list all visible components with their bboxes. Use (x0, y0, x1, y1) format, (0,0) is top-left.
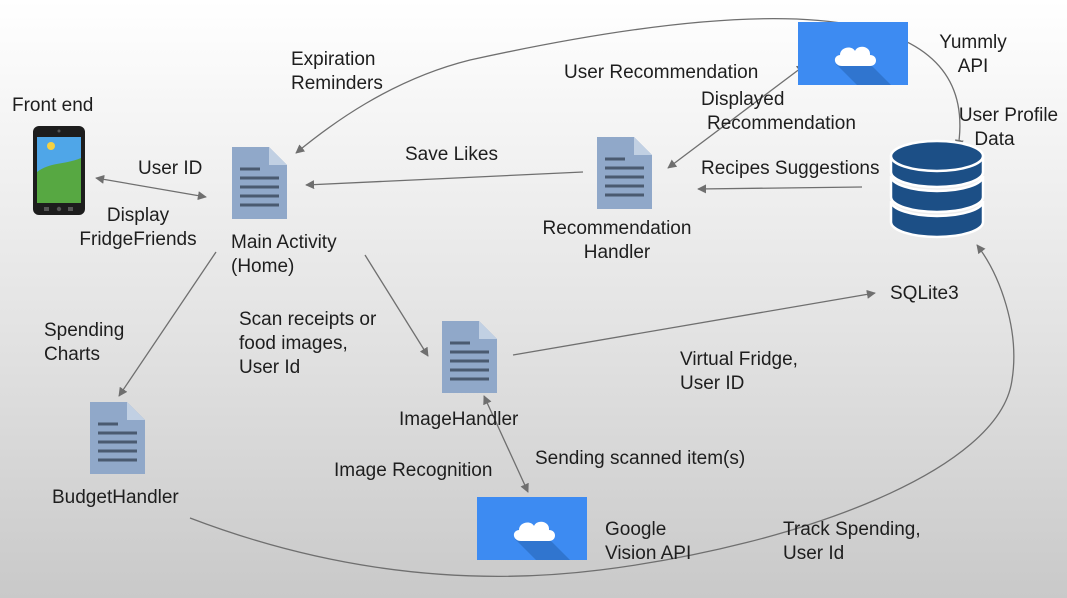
yummly-cloud-icon (798, 22, 908, 85)
recommendation-handler-document-icon (597, 137, 652, 209)
front-end-label: Front end (12, 95, 94, 116)
displayed-recommendation-label: Displayed Recommendation (701, 88, 856, 136)
main-activity-document-icon (232, 147, 287, 219)
sqlite3-label: SQLite3 (890, 283, 959, 304)
expiration-reminders-line-2: Reminders (291, 73, 383, 94)
yummly-api-label: Yummly API (928, 31, 1018, 79)
database-icon (889, 139, 985, 239)
arrow-scan-receipts (364, 254, 429, 357)
virtual-fridge-label: Virtual Fridge, User ID (680, 348, 798, 396)
sending-scanned-label: Sending scanned item(s) (535, 448, 746, 469)
displayed-recommendation-line-1: Displayed (701, 89, 785, 110)
scan-receipts-line-1: Scan receipts or (239, 309, 377, 330)
recommendation-handler-label: Recommendation Handler (527, 217, 707, 265)
user-profile-data-line-2: Data (974, 129, 1015, 150)
track-spending-label: Track Spending, User Id (783, 518, 921, 566)
display-fridgefriends-line-2: FridgeFriends (79, 229, 197, 250)
main-activity-line-2: (Home) (231, 256, 295, 277)
user-profile-data-label: User Profile Data (950, 104, 1067, 152)
user-id-label: User ID (138, 158, 203, 179)
arrow-user-recommendation (667, 64, 806, 169)
scan-receipts-line-2: food images, (239, 333, 348, 354)
user-recommendation-label: User Recommendation (564, 62, 759, 83)
user-profile-data-line-1: User Profile (958, 105, 1059, 126)
save-likes-label: Save Likes (405, 144, 498, 165)
arrow-spending-charts (118, 251, 217, 397)
scan-receipts-label: Scan receipts or food images, User Id (239, 308, 376, 380)
budget-handler-document-icon (90, 402, 145, 474)
displayed-recommendation-line-2: Recommendation (707, 113, 856, 134)
spending-charts-line-1: Spending (44, 320, 125, 341)
display-fridgefriends-line-1: Display (106, 205, 170, 226)
arrow-recipes-suggestions (697, 184, 863, 194)
arrow-image-recognition (483, 395, 529, 493)
budget-handler-label: BudgetHandler (52, 487, 179, 508)
virtual-fridge-line-1: Virtual Fridge, (680, 349, 798, 370)
google-vision-api-line-1: Google (605, 519, 667, 540)
recommendation-handler-line-2: Handler (583, 242, 651, 263)
display-fridgefriends-label: Display FridgeFriends (68, 204, 208, 252)
image-handler-document-icon (442, 321, 497, 393)
expiration-reminders-label: Expiration Reminders (291, 48, 383, 96)
recommendation-handler-line-1: Recommendation (542, 218, 692, 239)
virtual-fridge-line-2: User ID (680, 373, 745, 394)
image-recognition-label: Image Recognition (334, 460, 493, 481)
google-vision-api-line-2: Vision API (605, 543, 692, 564)
expiration-reminders-line-1: Expiration (291, 49, 376, 70)
arrow-frontend-main (95, 174, 207, 201)
arrow-virtual-fridge (512, 289, 876, 356)
yummly-api-line-2: API (957, 56, 989, 77)
smartphone-icon (33, 126, 85, 215)
main-activity-line-1: Main Activity (231, 232, 337, 253)
recipes-suggestions-label: Recipes Suggestions (701, 158, 880, 179)
scan-receipts-line-3: User Id (239, 357, 301, 378)
track-spending-line-1: Track Spending, (783, 519, 921, 540)
arrow-expiration-reminders (295, 18, 964, 154)
spending-charts-label: Spending Charts (44, 319, 124, 367)
arrow-track-spending (189, 244, 1015, 577)
spending-charts-line-2: Charts (44, 344, 100, 365)
main-activity-label: Main Activity (Home) (231, 231, 337, 279)
google-vision-api-label: Google Vision API (605, 518, 691, 566)
image-handler-label: ImageHandler (399, 409, 519, 430)
arrow-save-likes (305, 171, 584, 190)
yummly-api-line-1: Yummly (939, 32, 1007, 53)
track-spending-line-2: User Id (783, 543, 845, 564)
google-vision-cloud-icon (477, 497, 587, 560)
